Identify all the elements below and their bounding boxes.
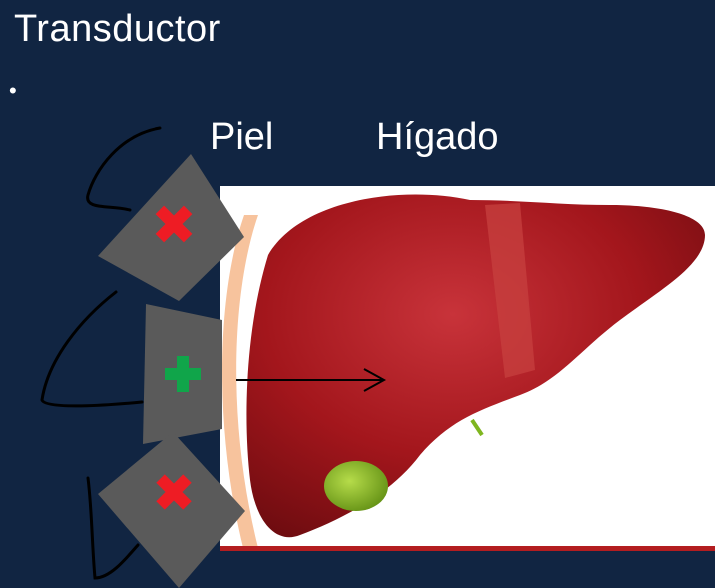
transducer-middle <box>143 304 222 444</box>
cable-middle <box>42 292 142 406</box>
cable-top <box>88 128 160 210</box>
gallbladder-shape <box>324 461 388 511</box>
